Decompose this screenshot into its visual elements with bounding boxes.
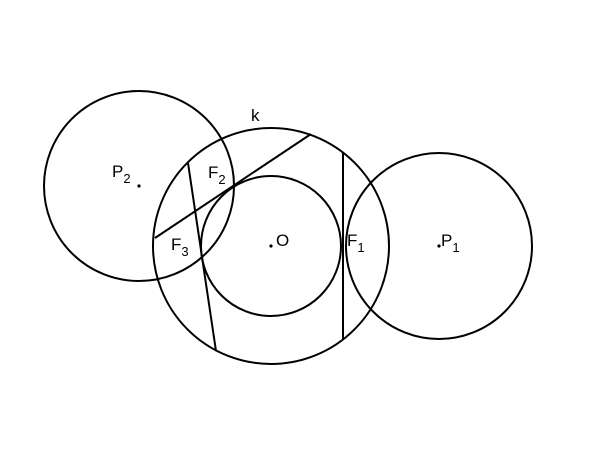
circle-p1 [345,152,533,340]
label-o: O [276,231,289,250]
chord-f3 [187,162,217,352]
point-p1 [437,244,441,248]
circle-k [152,127,390,365]
label-k: k [251,106,260,125]
point-p2 [137,184,141,188]
label-f1: F1 [347,231,365,255]
label-p1: P1 [441,231,460,255]
label-f2: F2 [208,163,226,187]
point-o [269,244,273,248]
chord-f2 [154,133,312,239]
label-f3: F3 [171,235,189,259]
label-p2: P2 [112,162,131,186]
